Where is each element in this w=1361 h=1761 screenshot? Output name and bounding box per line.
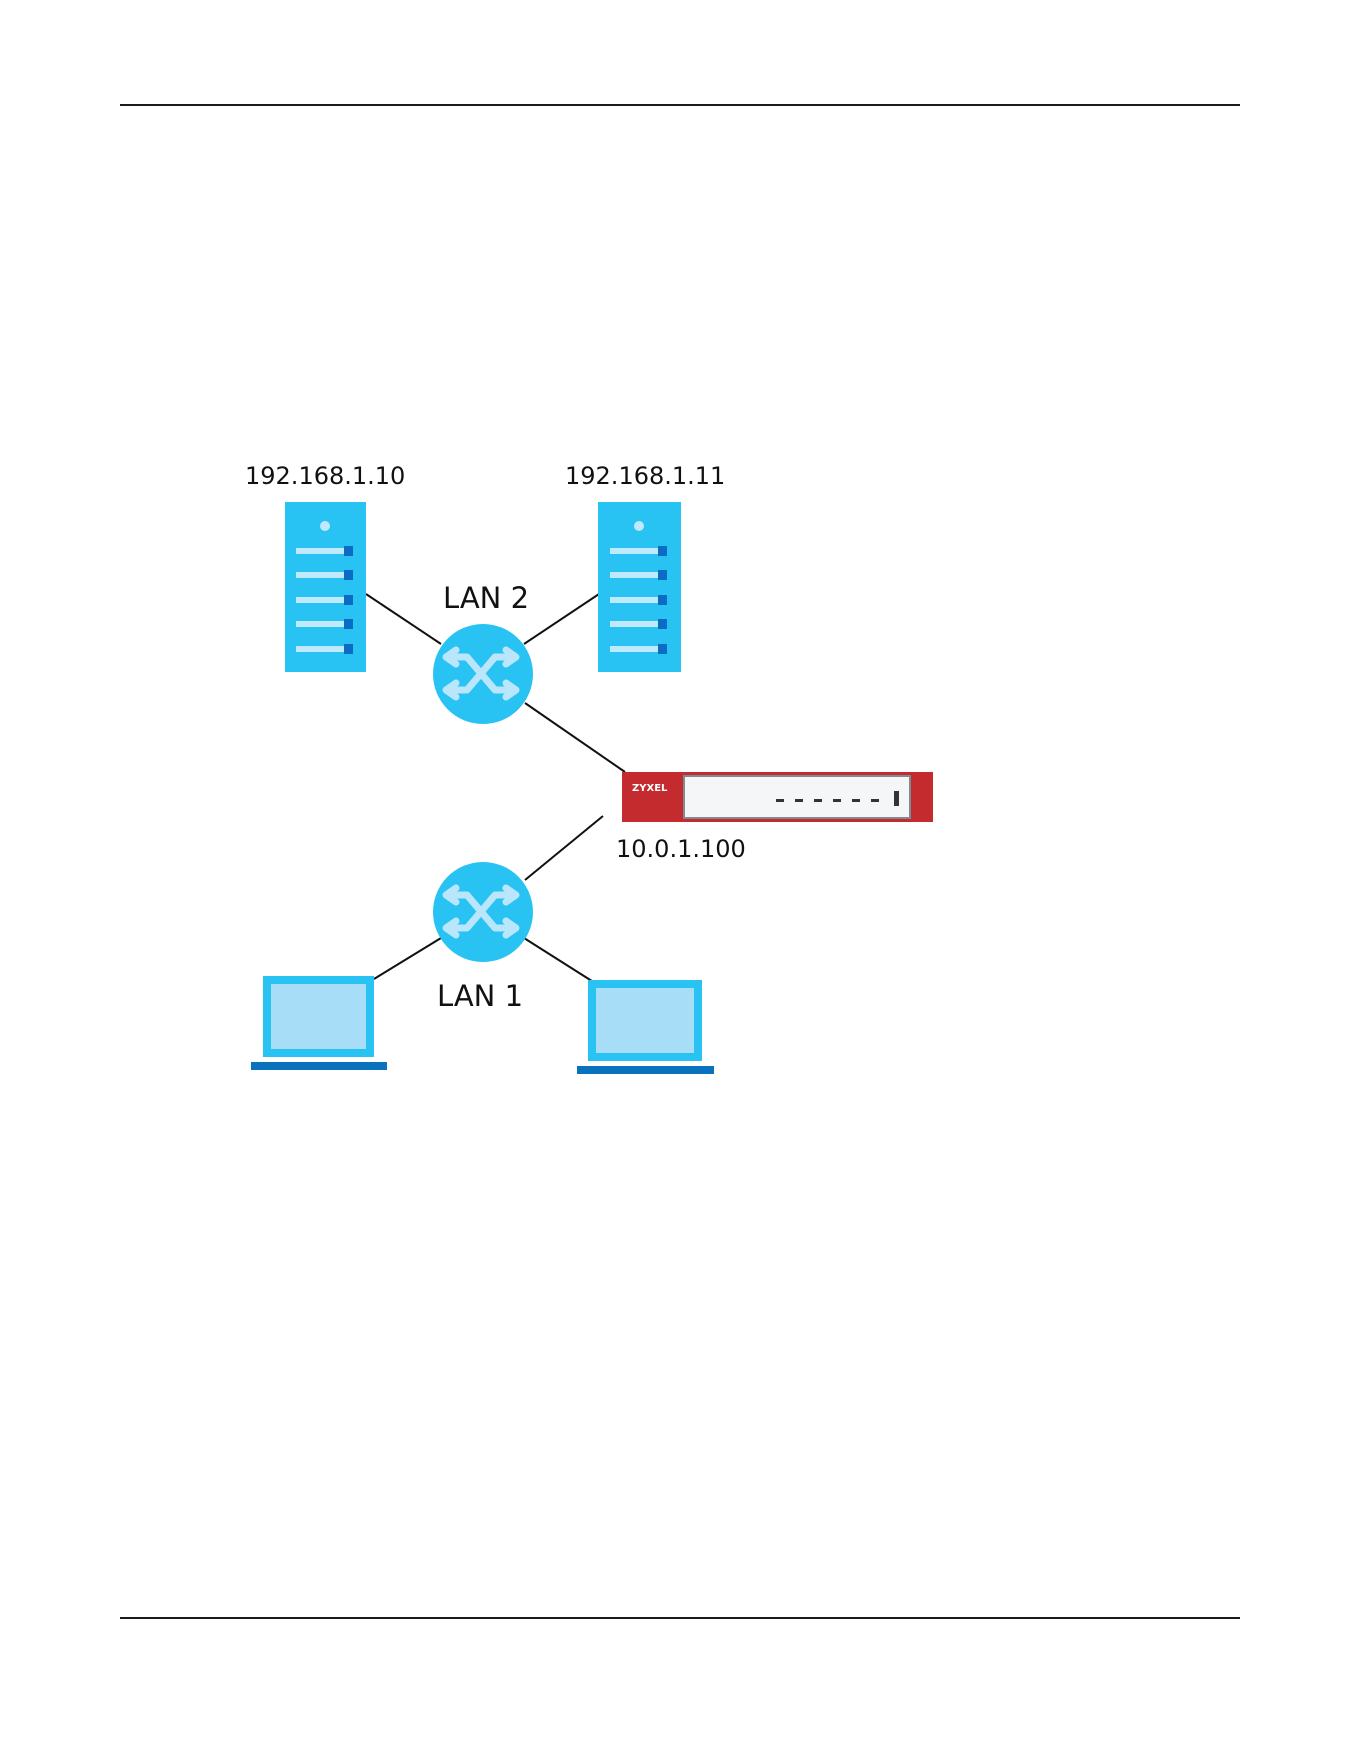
footer-rule — [120, 1617, 1240, 1619]
link-server-left-lan2 — [366, 594, 441, 644]
lan2-label: LAN 2 — [443, 581, 529, 615]
server-icon — [598, 502, 681, 672]
link-lan1-laptop-left — [374, 938, 441, 979]
switch-icon — [433, 624, 533, 724]
link-lan1-laptop-right — [524, 938, 595, 983]
link-firewall-lan1 — [525, 816, 603, 880]
link-server-right-lan2 — [524, 594, 599, 644]
laptop-icon — [577, 980, 714, 1074]
server-icon — [285, 502, 366, 672]
server-right-ip-label: 192.168.1.11 — [565, 462, 725, 490]
link-lan2-firewall — [525, 703, 625, 772]
lan1-label: LAN 1 — [437, 979, 523, 1013]
switch-icon — [433, 862, 533, 962]
server-left-ip-label: 192.168.1.10 — [245, 462, 405, 490]
firewall-ip-label: 10.0.1.100 — [616, 835, 746, 863]
laptop-icon — [251, 976, 387, 1070]
firewall-icon: ZYXEL — [622, 772, 933, 822]
zyxel-logo: ZYXEL — [632, 783, 668, 794]
